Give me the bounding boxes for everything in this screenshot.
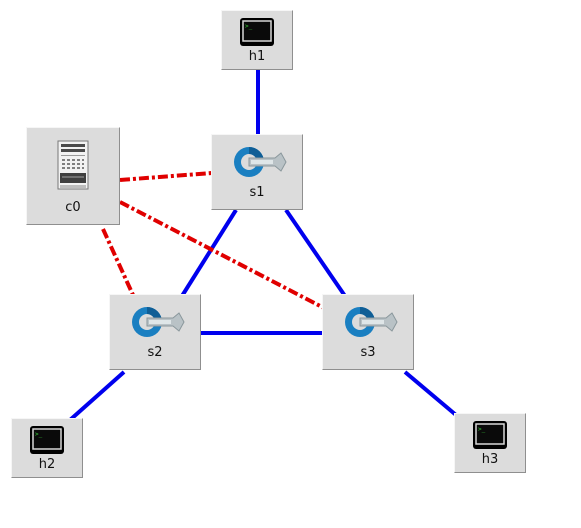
node-c0[interactable]: c0 bbox=[26, 127, 120, 225]
control-link-c0-s2[interactable] bbox=[101, 228, 135, 296]
node-label-s1: s1 bbox=[249, 185, 265, 200]
link-s3-h3[interactable] bbox=[403, 370, 458, 417]
link-s2-h2[interactable] bbox=[68, 370, 126, 422]
terminal-host-icon: >_ bbox=[30, 426, 64, 454]
node-h1[interactable]: >_ h1 bbox=[221, 10, 293, 70]
terminal-host-icon: >_ bbox=[240, 18, 274, 46]
switch-icon bbox=[345, 307, 398, 337]
node-s3[interactable]: s3 bbox=[322, 294, 414, 370]
switch-icon bbox=[234, 147, 287, 177]
switch-icon bbox=[132, 307, 185, 337]
node-label-h1: h1 bbox=[248, 49, 266, 64]
svg-text:>_: >_ bbox=[245, 23, 253, 30]
link-s1-s3[interactable] bbox=[284, 208, 347, 298]
node-h2[interactable]: >_ h2 bbox=[11, 418, 83, 478]
control-link-c0-s1[interactable] bbox=[119, 171, 213, 182]
node-label-c0: c0 bbox=[65, 200, 81, 215]
control-link-c0-s3[interactable] bbox=[119, 200, 325, 310]
server-controller-icon bbox=[57, 140, 89, 190]
link-s1-s2[interactable] bbox=[180, 208, 238, 298]
node-label-h2: h2 bbox=[38, 457, 56, 472]
node-h3[interactable]: >_ h3 bbox=[454, 413, 526, 473]
node-s2[interactable]: s2 bbox=[109, 294, 201, 370]
node-label-h3: h3 bbox=[481, 452, 499, 467]
svg-text:>_: >_ bbox=[478, 426, 486, 433]
node-s1[interactable]: s1 bbox=[211, 134, 303, 210]
node-label-s3: s3 bbox=[360, 345, 376, 360]
terminal-host-icon: >_ bbox=[473, 421, 507, 449]
node-label-s2: s2 bbox=[147, 345, 163, 360]
svg-text:>_: >_ bbox=[35, 431, 43, 438]
